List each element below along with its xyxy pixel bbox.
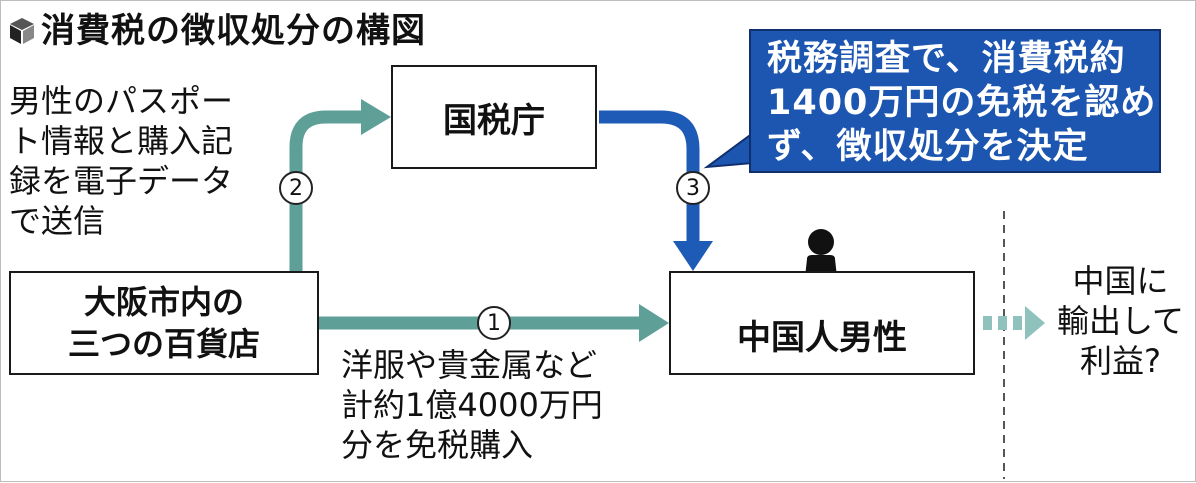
arrow-step3-head [673,241,713,271]
export-label: 中国に 輸出して 利益? [1057,262,1185,380]
arrow-step3 [599,110,700,243]
step-number-3: 3 [676,171,710,205]
arrow-step2 [289,110,363,271]
step-number-2: 2 [279,171,313,205]
callout-pointer [703,131,754,169]
export-dashed-arrow [983,306,1045,340]
cube-icon [9,14,35,54]
tax-audit-callout: 税務調査で、消費税約 1400万円の免税を認め ず、徴収処分を決定 [749,29,1161,173]
step1-label: 洋服や貴金属など 計約1億4000万円 分を免税購入 [341,346,603,464]
page-title: 消費税の徴収処分の構図 [9,3,426,54]
step2-label: 男性のパスポー ト情報と購入記 録を電子データ で送信 [9,82,234,240]
arrow-step1-head [639,304,669,342]
node-chinese-man: 中国人男性 [669,271,975,375]
node-tax-agency: 国税庁 [391,65,597,169]
arrow-step2-head [361,99,391,135]
title-text: 消費税の徴収処分の構図 [41,11,426,51]
step-number-1: 1 [477,306,511,340]
node-department-stores: 大阪市内の 三つの百貨店 [9,271,319,375]
